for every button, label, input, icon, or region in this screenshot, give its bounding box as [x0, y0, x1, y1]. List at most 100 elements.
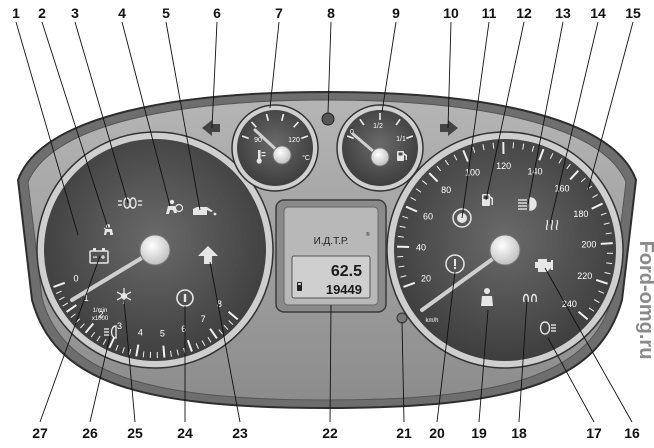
temperature-gauge-scale-tick [265, 113, 270, 122]
speedometer-scale-label: 240 [562, 299, 577, 309]
speedometer-scale-tick [492, 142, 495, 149]
speedometer-scale-tick [436, 165, 442, 172]
tachometer-scale-tick [186, 339, 193, 352]
callout-number: 4 [118, 5, 126, 21]
callout-number: 10 [443, 5, 459, 21]
tachometer-scale-label: 3 [117, 321, 122, 331]
callout-leader [89, 335, 111, 423]
callout-leader [544, 267, 633, 423]
callout-leader [209, 261, 241, 423]
speedometer-scale-tick [591, 202, 603, 210]
tachometer-scale-tick [65, 304, 77, 313]
tachometer-scale-tick [96, 335, 101, 342]
speedometer-scale-tick [428, 172, 439, 183]
temperature-gauge-scale-tick [250, 121, 257, 128]
speedometer-scale-tick [600, 212, 607, 216]
speedometer-scale-label: 140 [527, 167, 542, 177]
temperature-gauge-scale [241, 113, 309, 140]
display-label: И.Д.Т.Р. [314, 236, 349, 247]
tachometer-scale-tick [176, 349, 179, 356]
speedometer-scale-tick [398, 265, 405, 268]
tachometer-scale-tick [108, 336, 116, 349]
speedometer-scale-tick [410, 197, 417, 201]
trip-reset-button[interactable] [396, 312, 408, 324]
callout-leader [15, 21, 79, 236]
temperature-gauge: 90 120 °C [231, 104, 319, 192]
multifunction-display: И.Д.Т.Р. ® 62.5 19449 [275, 199, 387, 313]
child-seat-icon [481, 288, 493, 306]
temperature-high-label: 120 [288, 137, 300, 144]
speedometer-hub [489, 234, 521, 266]
tachometer-scale-label: 7 [201, 314, 206, 324]
callout-leader [447, 21, 452, 129]
callout-number: 14 [590, 5, 606, 21]
speedometer-scale-label: 80 [441, 185, 451, 195]
callout-leader [74, 21, 129, 204]
tachometer-scale-tick [170, 350, 172, 357]
callout-number: 7 [275, 5, 283, 21]
callout-number: 24 [177, 425, 193, 441]
callout-number: 25 [127, 425, 143, 441]
front-fog-lamp-icon [118, 197, 142, 209]
callout-leader [436, 271, 456, 423]
speedometer-scale-tick [603, 222, 610, 225]
callout-number: 9 [392, 5, 400, 21]
seat-belt-icon [103, 224, 114, 235]
lcd-window [291, 255, 371, 299]
speedometer-scale-tick [421, 180, 428, 185]
speedometer-scale-label: 20 [421, 274, 431, 284]
speedometer-scale-tick [482, 144, 485, 151]
speedometer-scale-tick [580, 177, 586, 183]
callout-leader [327, 21, 332, 114]
temperature-gauge-scale-tick [301, 135, 309, 140]
temperature-unit: °C [302, 154, 310, 162]
speedometer-scale-tick [400, 275, 407, 278]
tachometer-unit-line1: 1/min [93, 308, 108, 314]
tachometer-scale-label: 8 [217, 299, 222, 309]
tachometer-scale-tick [201, 340, 206, 347]
tachometer-scale-tick [122, 347, 125, 354]
temperature-gauge-scale-tick [241, 135, 249, 140]
speedometer-scale-tick [522, 143, 525, 150]
gear-shift-up-icon [198, 246, 218, 264]
callout-leader [121, 21, 171, 207]
lcd-line-1: 62.5 [331, 263, 362, 280]
center-indicator-lamp [321, 112, 335, 126]
fuel-half-label: 1/2 [373, 123, 383, 130]
speedometer-scale-tick [606, 262, 613, 265]
speedometer-scale-tick [397, 235, 404, 238]
callout-number: 16 [624, 425, 640, 441]
tachometer-unit-line2: x1000 [92, 316, 109, 322]
callout-number: 8 [327, 5, 335, 21]
callout-number: 20 [429, 425, 445, 441]
callout-number: 1 [12, 5, 20, 21]
callout-leader [329, 304, 332, 423]
tachometer-scale-tick [227, 310, 239, 321]
callout-leader [485, 21, 525, 201]
speedometer-needle [420, 248, 507, 312]
glow-plug-icon [522, 293, 538, 303]
tachometer-scale-tick [209, 328, 218, 340]
heated-windscreen-icon [545, 219, 559, 231]
tachometer-scale-tick [53, 281, 66, 288]
speedometer-scale-tick [577, 310, 589, 321]
callout-number: 21 [396, 425, 412, 441]
callout-number: 26 [82, 425, 98, 441]
tachometer-scale-label: 6 [181, 324, 186, 334]
speedometer-scale-label: 220 [577, 271, 592, 281]
speedometer-unit: km/h [425, 318, 438, 324]
speedometer-scale-label: 60 [423, 211, 433, 221]
tachometer-scale-tick [102, 339, 107, 345]
rear-fog-lamp-indicator-icon [539, 321, 556, 335]
callout-number: 11 [482, 5, 497, 21]
fuel-gauge: 0 1/2 1/1 [336, 104, 424, 192]
left-turn-indicator-icon [202, 120, 220, 136]
temperature-gauge-scale-tick [293, 121, 300, 128]
tachometer-hub [139, 234, 171, 266]
battery-charge-icon [89, 248, 109, 264]
fuel-empty-label: 0 [350, 129, 354, 136]
tachometer-scale-tick [195, 343, 199, 350]
